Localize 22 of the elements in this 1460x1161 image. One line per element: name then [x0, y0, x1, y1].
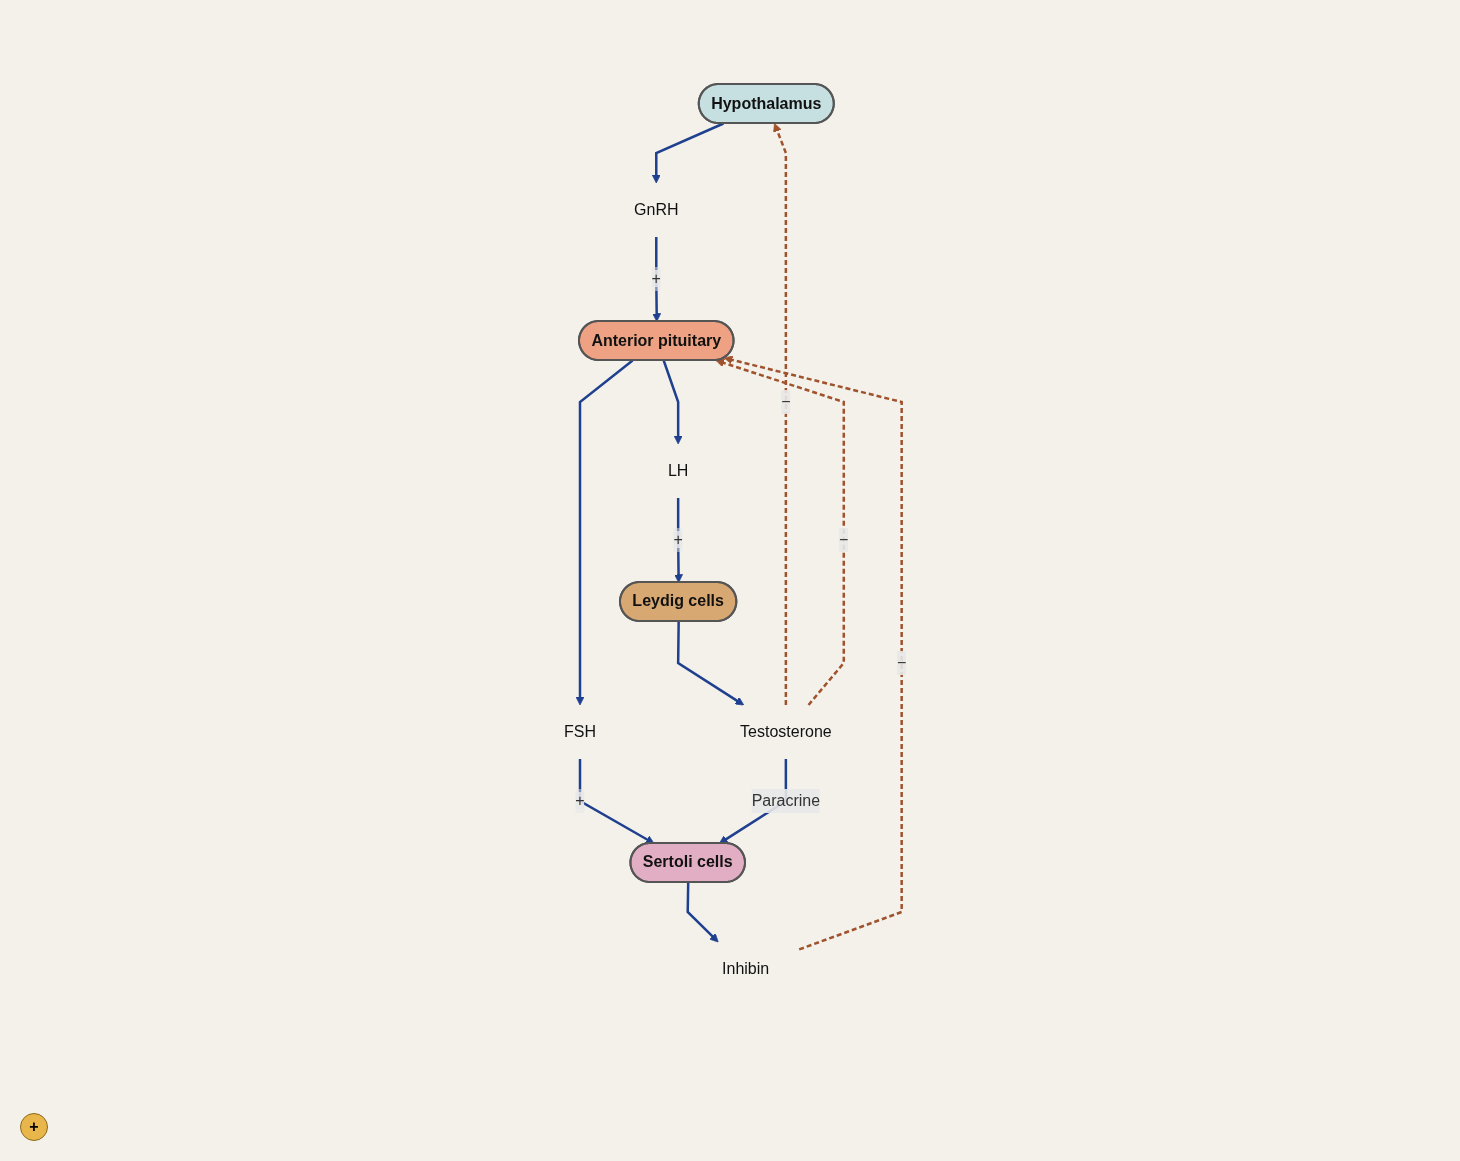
- arrow: [723, 355, 903, 951]
- arrow: [715, 358, 845, 706]
- edge-label: +: [651, 270, 661, 287]
- edge-label: −: [896, 654, 907, 671]
- sign-label: +: [20, 1113, 48, 1141]
- node-text: FSH: [563, 723, 596, 740]
- arrow: [676, 621, 744, 706]
- arrow: [686, 882, 719, 943]
- edge-label: Paracrine: [751, 792, 820, 809]
- node-text: Inhibin: [721, 959, 770, 977]
- arrow: [578, 759, 655, 844]
- arrow: [575, 359, 634, 706]
- edge-label: −: [838, 531, 849, 548]
- node-text: Testosterone: [739, 723, 832, 740]
- edge-label: −: [781, 393, 791, 410]
- arrow: [651, 122, 724, 184]
- edge-label: +: [673, 531, 683, 548]
- node-text: LH: [667, 462, 689, 479]
- node-text: GnRH: [633, 201, 679, 219]
- arrow: [773, 123, 787, 705]
- arrow: [662, 360, 683, 445]
- edge-label: +: [575, 792, 585, 809]
